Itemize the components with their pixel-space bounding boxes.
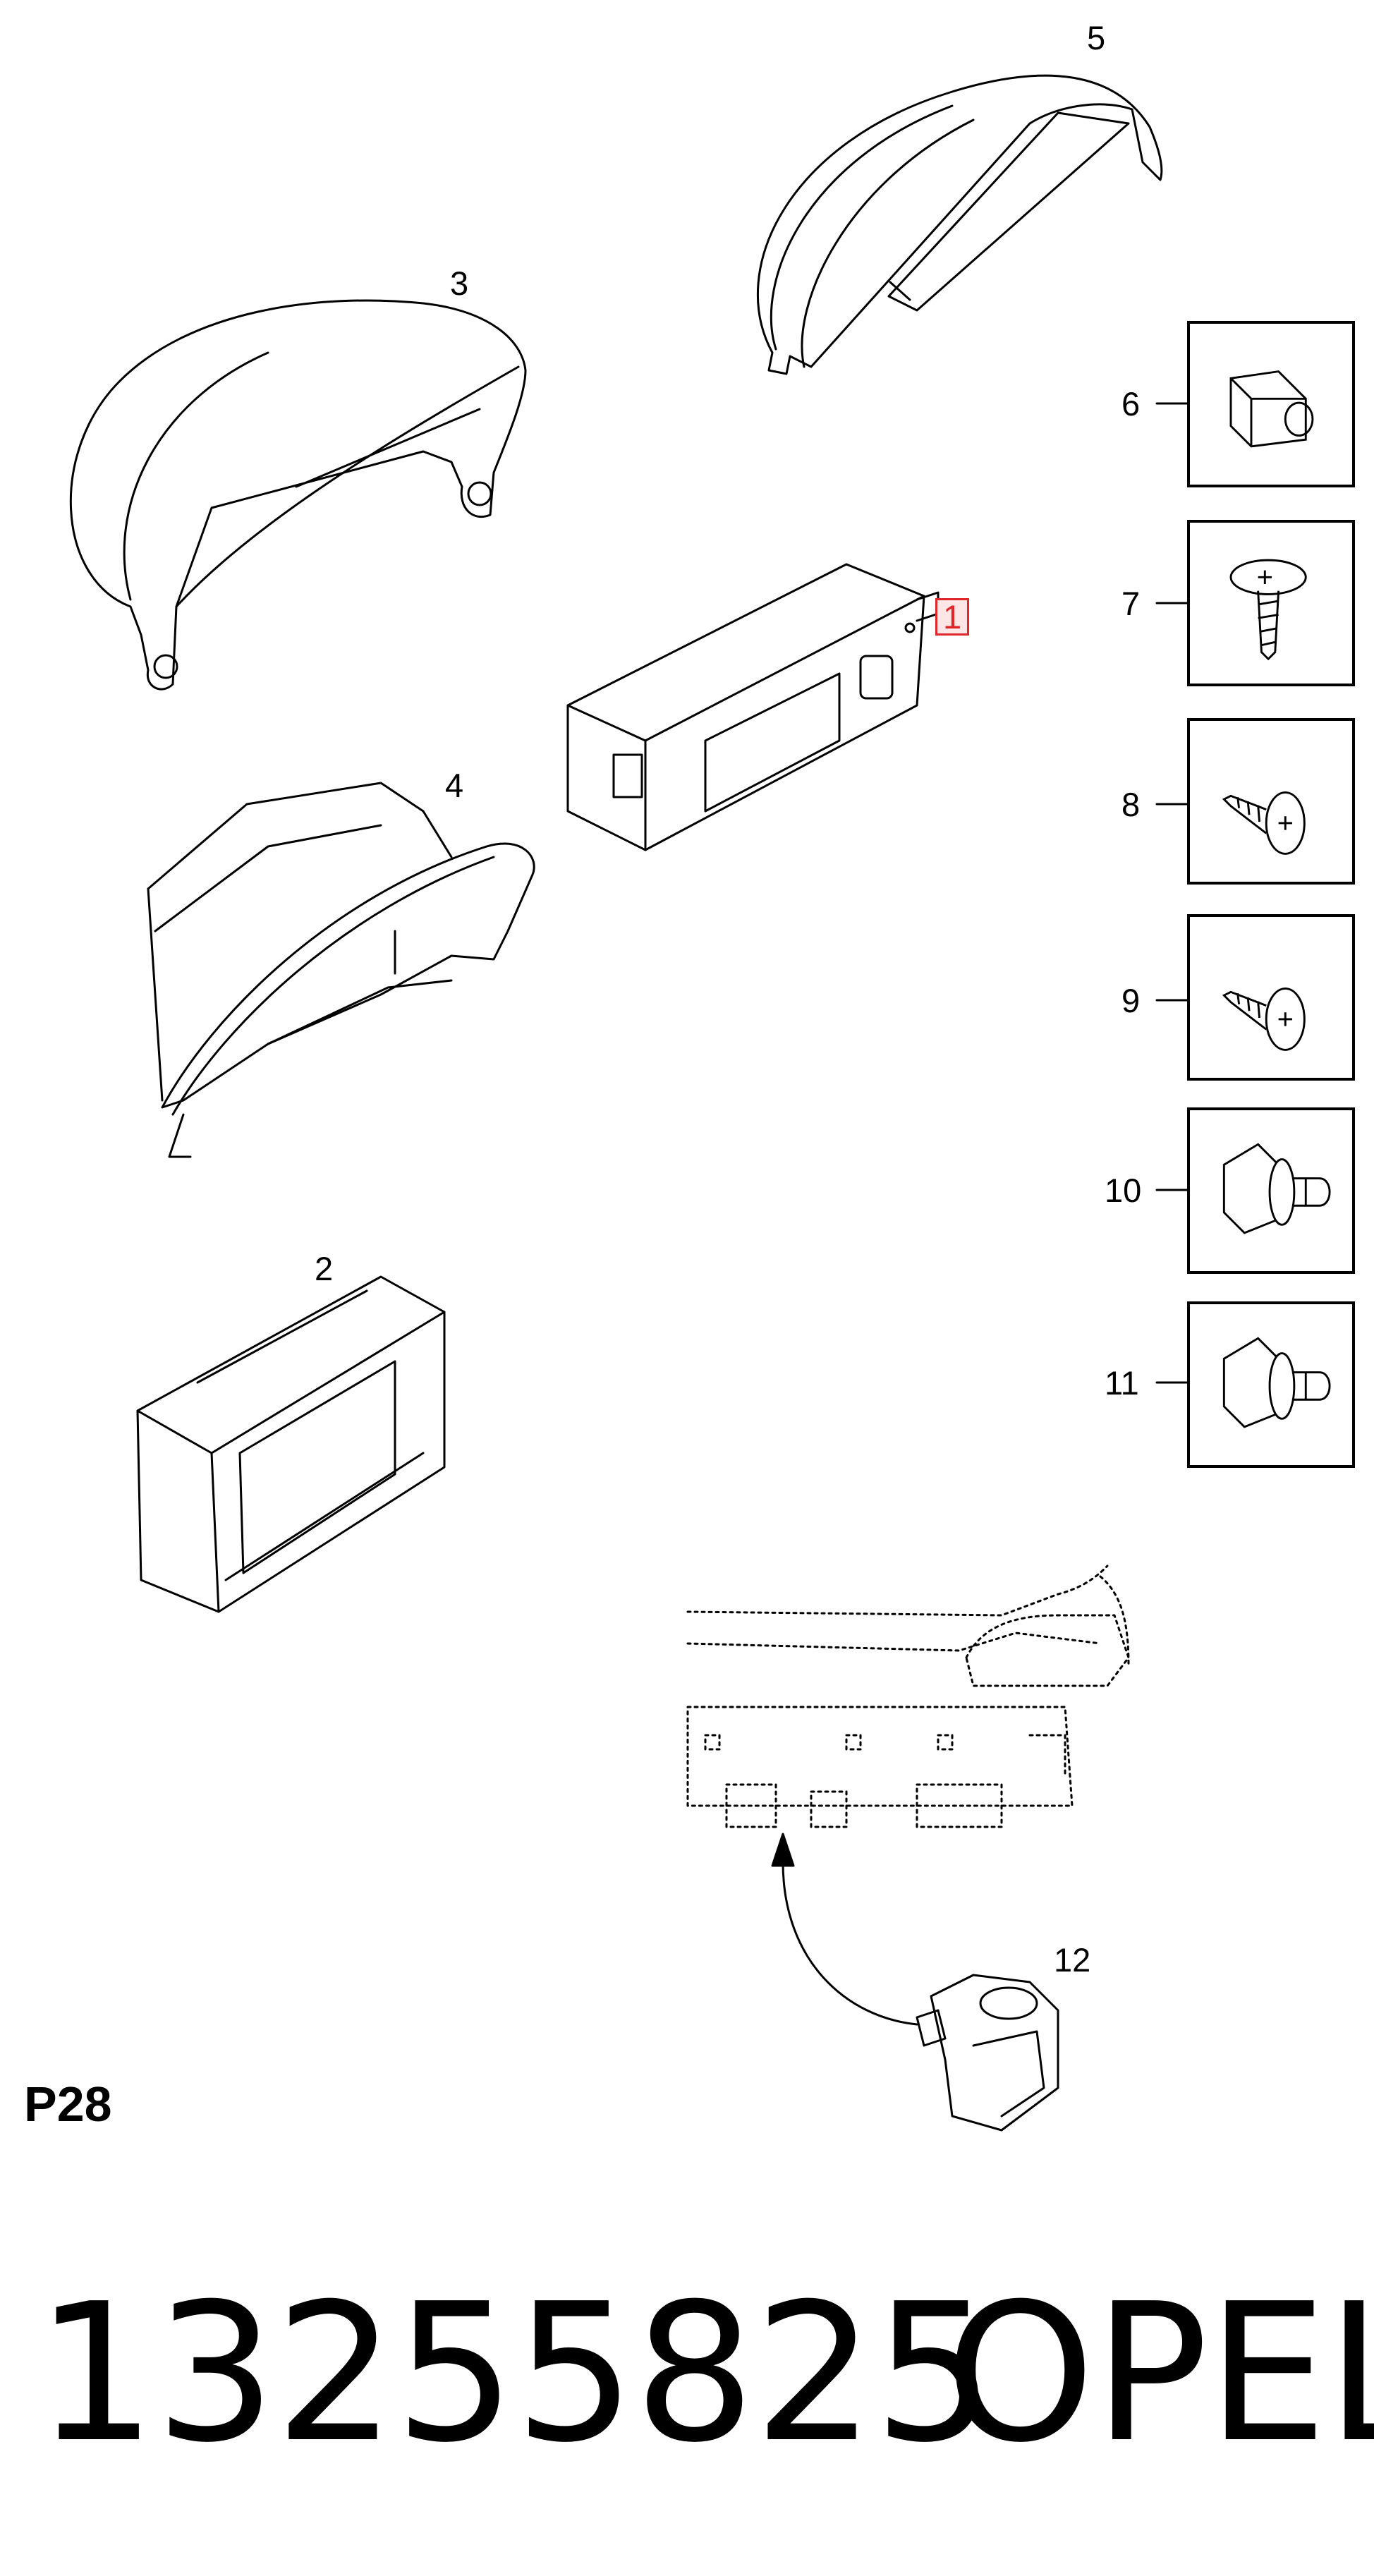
callout-2: 2 <box>315 1250 334 1287</box>
callout-3: 3 <box>450 265 469 302</box>
callout-1: 1 <box>935 598 970 636</box>
part-4-housing <box>147 782 535 1158</box>
screw-icon <box>1229 559 1307 661</box>
screw-icon <box>1222 791 1306 855</box>
part-1-display-module <box>566 563 940 851</box>
part-3-cover <box>69 299 527 691</box>
page-code: P28 <box>24 2077 112 2132</box>
callout-8: 8 <box>1121 786 1141 823</box>
part-number: 13255825 <box>35 2262 995 2484</box>
callout-7: 7 <box>1121 585 1141 622</box>
leader-lines <box>1155 402 1193 1384</box>
part-6-box <box>1187 321 1355 487</box>
callout-6: 6 <box>1121 385 1141 423</box>
callout-11: 11 <box>1105 1364 1139 1402</box>
part-2-unit <box>136 1275 446 1613</box>
part-5-cover <box>756 74 1163 375</box>
part-9-box <box>1187 914 1355 1081</box>
callout-12: 12 <box>1054 1941 1091 1979</box>
callout-9: 9 <box>1121 982 1141 1019</box>
callout-10: 10 <box>1105 1172 1142 1209</box>
part-11-box <box>1187 1301 1355 1468</box>
part-7-box <box>1187 520 1355 686</box>
part-12-clip <box>916 1974 1059 2132</box>
bulb-icon <box>1222 1143 1331 1234</box>
clip-icon <box>1229 370 1314 448</box>
callout-4: 4 <box>445 767 464 804</box>
callout-5: 5 <box>1087 19 1106 56</box>
part-8-box <box>1187 718 1355 885</box>
part-12-arrow <box>771 1833 918 2026</box>
brand-name: OPEL <box>945 2262 1374 2484</box>
part-12-inset-dash <box>686 1565 1130 1828</box>
part-10-box <box>1187 1107 1355 1274</box>
screw-icon <box>1222 987 1306 1051</box>
bulb-icon <box>1222 1337 1331 1428</box>
